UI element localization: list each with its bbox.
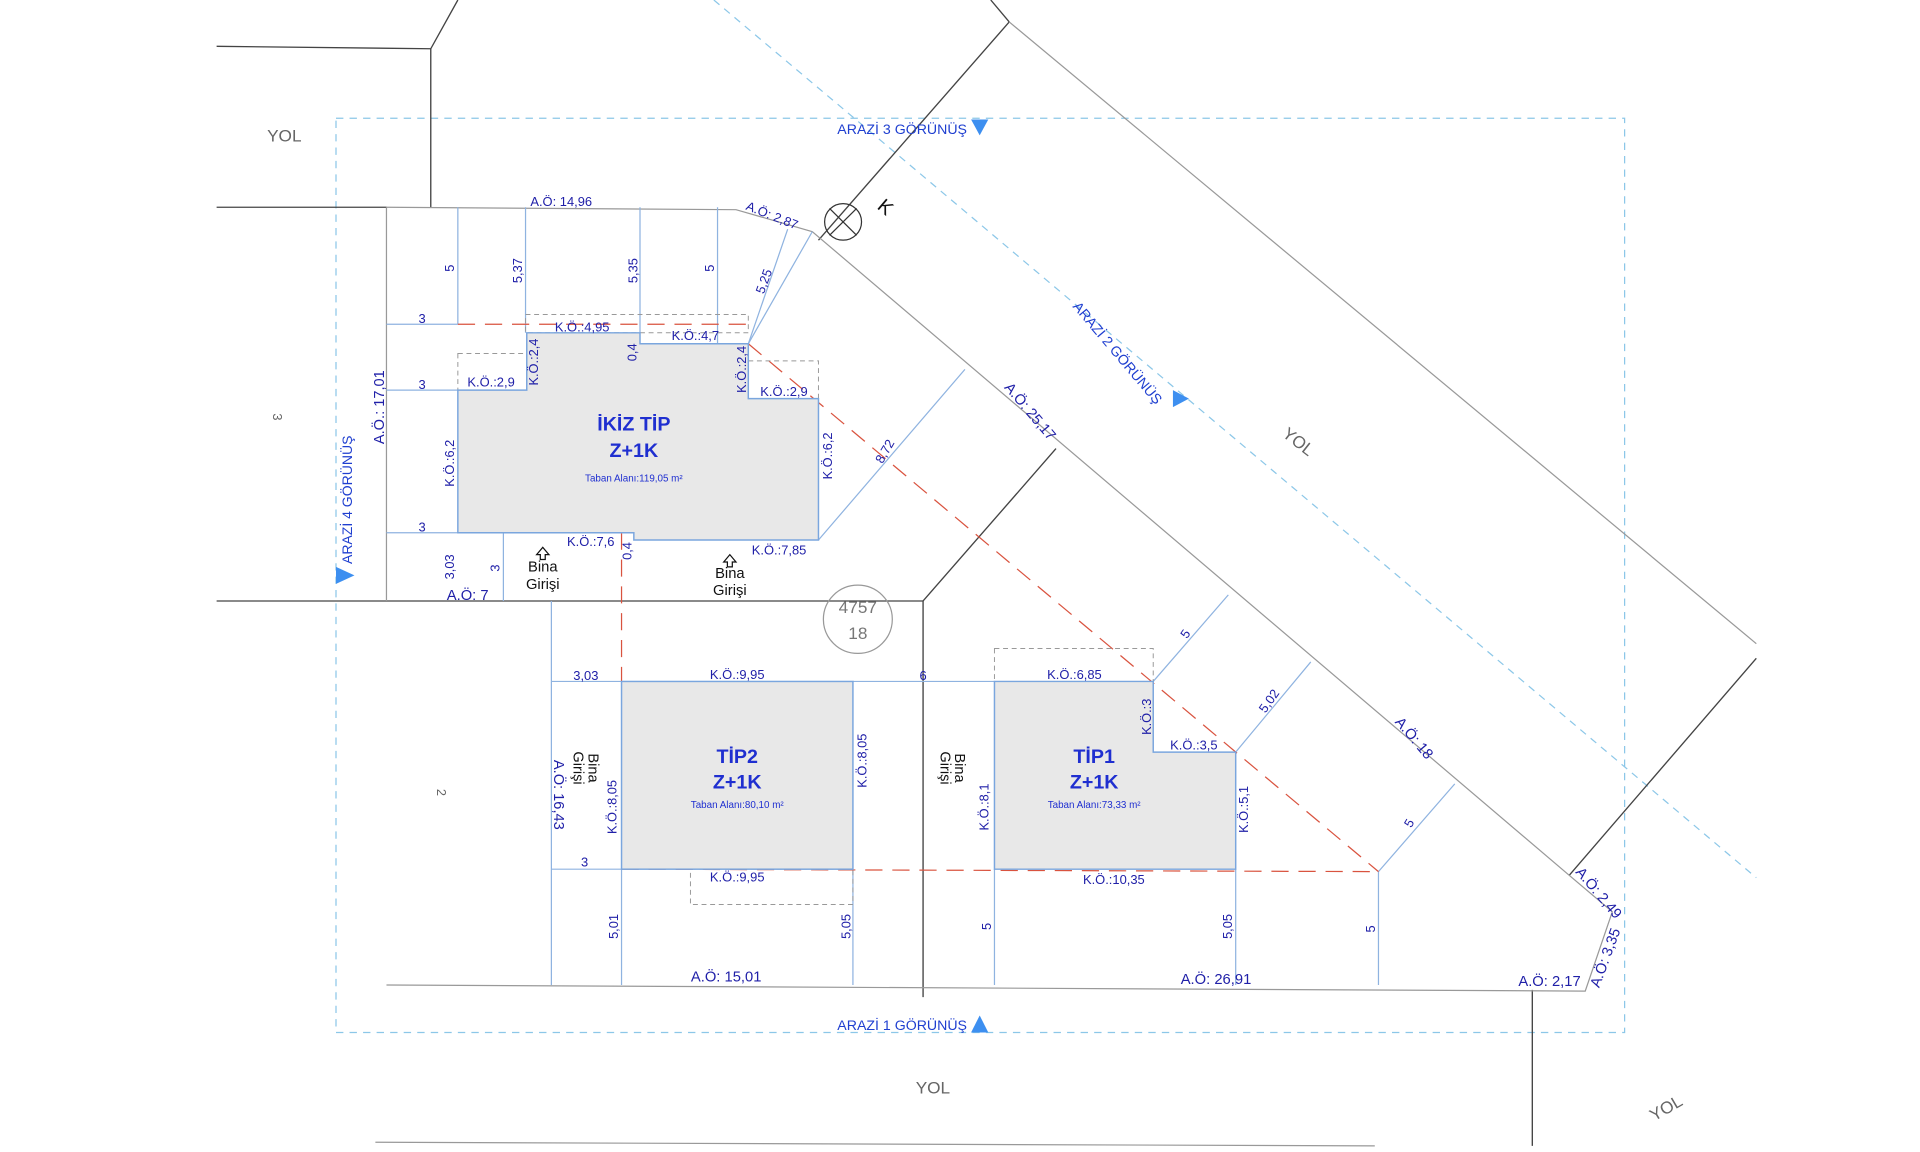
dim-label: 5: [1401, 816, 1418, 830]
dim-label: A.Ö: 14,96: [530, 194, 592, 209]
view-frame: [335, 117, 1626, 1034]
view-label-4: ARAZİ 4 GÖRÜNÜŞ: [338, 436, 355, 564]
road-label: YOL: [267, 125, 301, 145]
dim-label: A.Ö: 7: [447, 586, 489, 604]
dim-label: A.Ö: 2,49: [1572, 863, 1626, 922]
parcel-badge: [822, 584, 893, 655]
dim-label: 5,05: [838, 914, 853, 939]
dim-label: 5,01: [606, 914, 621, 939]
dim-label: K.Ö.:6,85: [1047, 667, 1102, 682]
entrance-label: Girişi: [570, 751, 586, 784]
entrance-label: Bina: [584, 753, 600, 783]
building-name: TİP2: [716, 745, 758, 768]
building-name: İKİZ TİP: [597, 412, 670, 435]
entrance-label: Girişi: [936, 751, 952, 784]
north-label: K: [873, 195, 897, 220]
dim-label: A.Ö: 18: [1391, 713, 1437, 762]
dim-label: 0,4: [624, 343, 639, 361]
dim-label: K.Ö.:4,7: [672, 328, 719, 343]
dim-label: K.Ö.:7,6: [567, 534, 614, 549]
building-name: TİP1: [1073, 745, 1115, 768]
dim-label: A.Ö: 2,87: [744, 198, 800, 232]
dimension-lines: [386, 207, 1456, 985]
dim-label: 5,25: [752, 267, 775, 296]
road-label: YOL: [916, 1078, 950, 1098]
dim-label: K.Ö.:4,95: [555, 320, 610, 335]
building-tip1[interactable]: [993, 680, 1237, 870]
dim-label: A.Ö: 25,17: [1001, 379, 1060, 444]
road-label: YOL: [1279, 423, 1319, 460]
building-area: Taban Alanı:73,33 m²: [1048, 800, 1142, 811]
dim-label: 5: [442, 265, 457, 272]
north-arrow-icon: [824, 202, 863, 241]
dim-label: 2: [434, 789, 449, 796]
boundaries: [216, 0, 1757, 1147]
view-label-3: ARAZİ 3 GÖRÜNÜŞ: [837, 120, 967, 137]
dim-label: 6: [919, 668, 926, 683]
dim-label: A.Ö: 15,01: [691, 967, 762, 985]
dim-label: 3: [419, 520, 426, 535]
building-area: Taban Alanı:80,10 m²: [691, 800, 785, 811]
building-floors: Z+1K: [1070, 772, 1119, 794]
dim-label: A.Ö: 16,43: [550, 760, 568, 830]
dim-label: K.Ö.:6,2: [442, 440, 457, 487]
entrance-label: Bina: [528, 560, 558, 576]
dim-label: 3: [270, 413, 285, 420]
dim-label: K.Ö.:10,35: [1083, 872, 1145, 887]
dim-label: K.Ö.:8,05: [605, 780, 620, 834]
view-arrow-icon: [971, 1015, 989, 1033]
dim-label: 8,72: [872, 437, 898, 466]
dim-label: 5: [1363, 925, 1378, 932]
building-area: Taban Alanı:119,05 m²: [585, 474, 683, 485]
dim-label: A.Ö: 3,35: [1586, 926, 1624, 990]
building-tip2[interactable]: [620, 680, 854, 870]
entrance-label: Girişi: [713, 583, 747, 599]
dim-label: K.Ö.:2,9: [467, 374, 514, 389]
dim-label: 3: [581, 855, 588, 870]
view-line: [713, 0, 1757, 879]
dim-label: K.Ö.:8,1: [976, 784, 991, 831]
dim-label: K.Ö.:3,5: [1170, 738, 1217, 753]
dim-label: 3: [488, 565, 503, 572]
dim-label: A.Ö.: 17,01: [370, 370, 388, 444]
dim-label: 5,35: [625, 258, 640, 283]
road-label: YOL: [1646, 1091, 1686, 1125]
dim-label: 0,4: [619, 542, 634, 560]
dim-label: K.Ö.:2,4: [526, 339, 541, 386]
entrance-arrow-icon: [535, 546, 738, 568]
building-ikiz-tip[interactable]: [457, 332, 820, 541]
dim-label: K.Ö.:2,4: [734, 346, 749, 393]
dim-label: A.Ö: 26,91: [1181, 970, 1252, 988]
dim-label: A.Ö: 2,17: [1518, 972, 1580, 990]
dim-label: 3,03: [573, 668, 598, 683]
dim-label: 5: [979, 923, 994, 930]
dim-label: 5: [702, 265, 717, 272]
parcel-ada: 4757: [839, 597, 877, 617]
building-floors: Z+1K: [713, 772, 762, 794]
dim-label: K.Ö.:5,1: [1236, 786, 1251, 833]
dim-label: 3,03: [442, 554, 457, 579]
entrance-label: Bina: [715, 566, 745, 582]
view-label-1: ARAZİ 1 GÖRÜNÜŞ: [837, 1016, 967, 1033]
dim-label: K.Ö.:9,95: [710, 667, 765, 682]
dim-label: K.Ö.:3: [1139, 699, 1154, 735]
view-label-2: ARAZİ 2 GÖRÜNÜŞ: [1070, 298, 1166, 407]
parcel-number: 18: [848, 623, 867, 643]
dim-label: K.Ö.:2,9: [760, 384, 807, 399]
view-arrow-icon: [971, 119, 989, 136]
dim-label: K.Ö.:8,05: [854, 734, 869, 788]
dim-label: K.Ö.:6,2: [820, 432, 835, 479]
dim-label: 5,05: [1220, 914, 1235, 939]
entrance-label: Bina: [951, 753, 967, 783]
building-floors: Z+1K: [610, 440, 659, 462]
entrance-label: Girişi: [526, 577, 560, 593]
view-arrow-icon: [1172, 390, 1189, 408]
view-arrow-icon: [336, 566, 355, 584]
dim-label: K.Ö.:9,95: [710, 869, 765, 884]
dim-label: 3: [419, 377, 426, 392]
dim-label: K.Ö.:7,85: [752, 543, 807, 558]
dim-label: 5,37: [510, 258, 525, 283]
dim-label: 3: [419, 311, 426, 326]
